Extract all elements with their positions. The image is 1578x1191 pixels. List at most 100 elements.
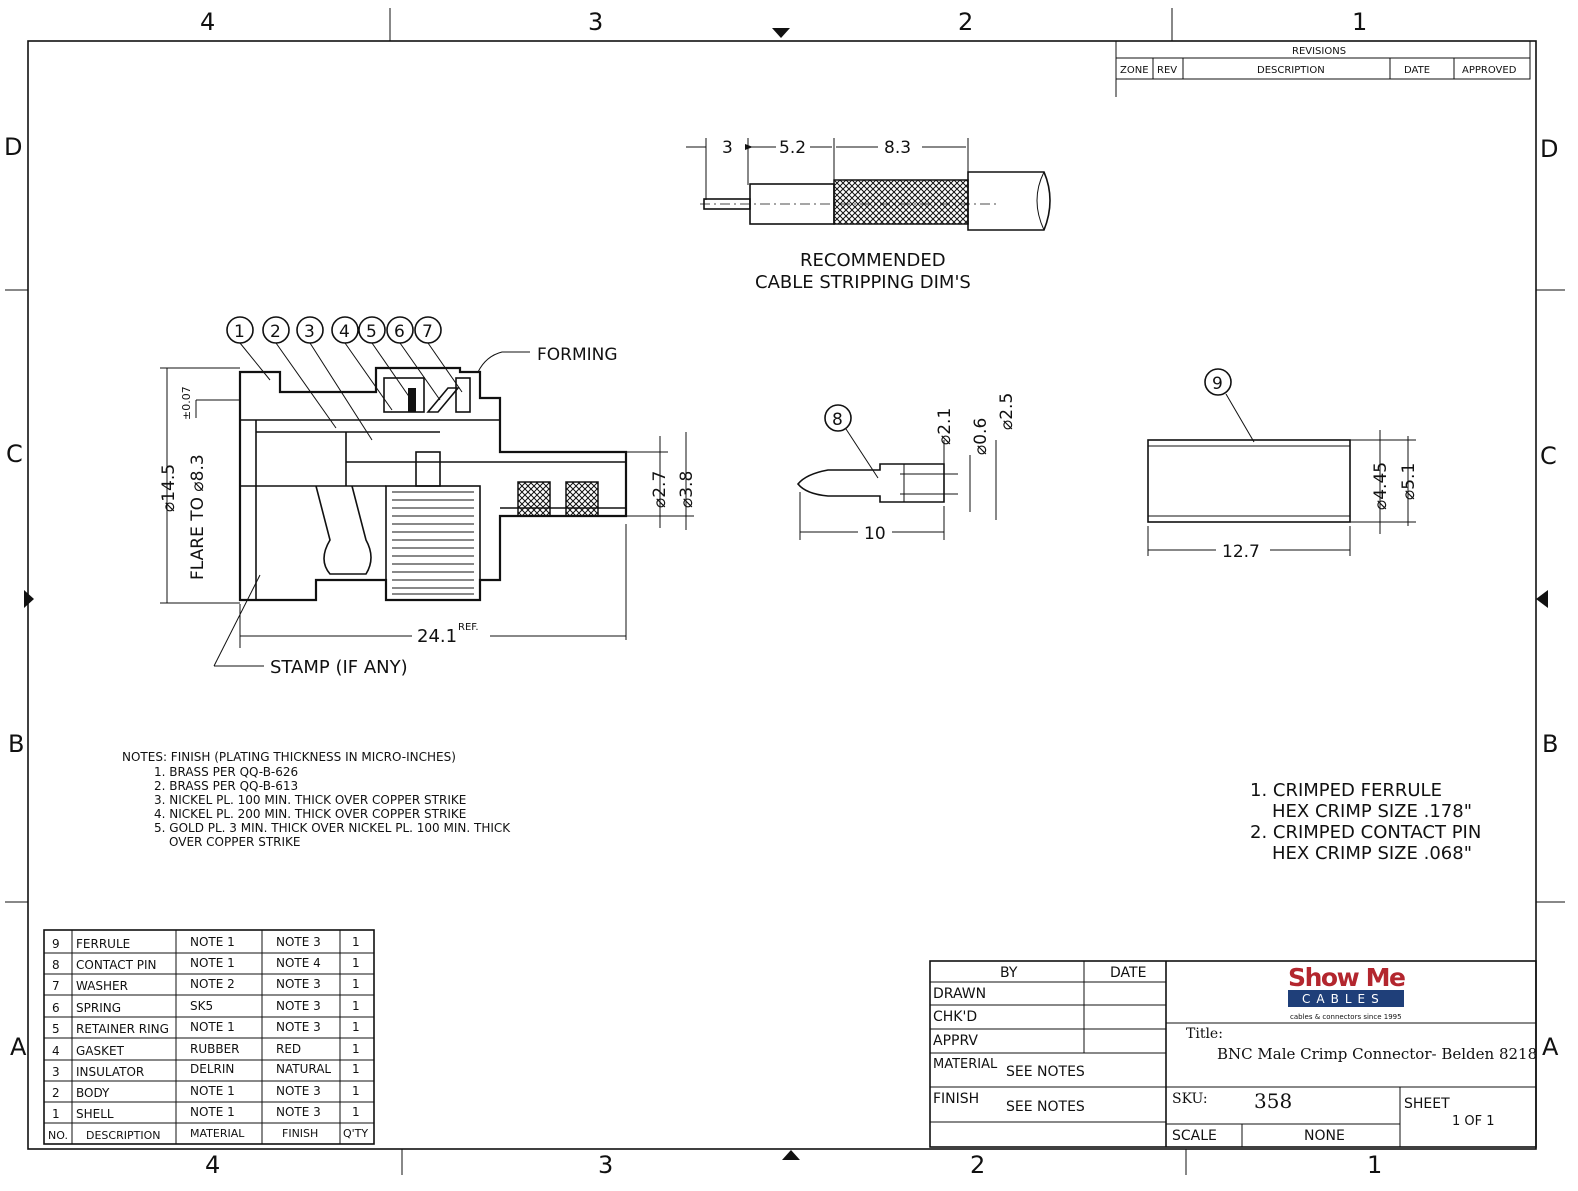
rev-col-zone: ZONE [1120,65,1149,76]
ferrule-outline [1147,439,1351,523]
svg-text:BODY: BODY [76,1086,110,1100]
svg-text:SPRING: SPRING [76,1001,121,1015]
svg-text:SK5: SK5 [190,999,213,1013]
tb-sku-value: 358 [1254,1089,1292,1113]
rev-col-rev: REV [1157,65,1177,76]
svg-text:1: 1 [352,956,360,970]
svg-text:RUBBER: RUBBER [190,1042,240,1056]
tb-finish-label: FINISH [933,1091,979,1107]
drawing-frame: 4 3 2 1 4 3 2 1 D C B A D C B A [4,8,1565,1179]
finish-notes: NOTES: FINISH (PLATING THICKNESS IN MICR… [122,750,511,849]
svg-text:NOTE 3: NOTE 3 [276,977,321,991]
tb-scale-label: SCALE [1172,1128,1217,1144]
bom-header-row: NO. DESCRIPTION MATERIAL FINISH Q'TY [48,1127,368,1142]
contact-pin-outline [796,463,945,503]
center-mark-right [1536,590,1548,608]
svg-text:NOTE 1: NOTE 1 [190,1084,235,1098]
title-block: BY DATE DRAWN CHK'D APPRV MATERIAL SEE N… [929,960,1537,1148]
zone-top-2: 2 [958,8,973,36]
svg-text:NOTE 1: NOTE 1 [190,935,235,949]
zone-bottom-2: 2 [970,1151,985,1179]
note-item-1: 1. BRASS PER QQ-B-626 [154,765,298,779]
dim-strip-5-2: 5.2 [779,138,806,158]
dim-length-24-1: 24.1 [417,626,457,647]
svg-text:3: 3 [52,1065,60,1079]
svg-text:4: 4 [52,1044,60,1058]
svg-text:RED: RED [276,1042,301,1056]
svg-text:5: 5 [366,322,377,342]
connector-section-view: 1 2 3 4 5 6 7 FORMING [159,316,697,678]
zone-bottom-4: 4 [205,1151,220,1179]
svg-text:cables & connectors since 1995: cables & connectors since 1995 [1290,1013,1402,1021]
zone-left-b: B [8,730,24,758]
crimp-note-2: 2. CRIMPED CONTACT PIN [1250,822,1481,843]
svg-text:NOTE 3: NOTE 3 [276,1105,321,1119]
svg-text:NOTE 3: NOTE 3 [276,1084,321,1098]
note-item-2: 2. BRASS PER QQ-B-613 [154,779,298,793]
rev-col-date: DATE [1404,65,1430,76]
tb-by-label: BY [1000,965,1018,981]
forming-label: FORMING [537,345,618,365]
dim-ferrule-length: 12.7 [1222,542,1260,562]
tb-sheet-value: 1 OF 1 [1452,1114,1495,1129]
crimp-note-1: 1. CRIMPED FERRULE [1250,780,1442,801]
knurled-coupling [385,485,481,601]
dim-pin-length: 10 [864,524,886,544]
svg-text:7: 7 [52,979,60,993]
tb-drawn-label: DRAWN [933,986,986,1002]
svg-text:8: 8 [832,410,843,430]
svg-text:1: 1 [352,1020,360,1034]
dim-length-ref: REF. [458,622,479,633]
note-item-5-continued: OVER COPPER STRIKE [169,835,300,849]
tb-scale-value: NONE [1304,1128,1345,1144]
zone-right-a: A [1542,1033,1559,1061]
svg-text:NOTE 3: NOTE 3 [276,935,321,949]
svg-text:RETAINER RING: RETAINER RING [76,1022,169,1036]
svg-text:DELRIN: DELRIN [190,1062,234,1076]
svg-text:MATERIAL: MATERIAL [190,1127,245,1140]
dim-strip-8-3: 8.3 [884,138,911,158]
svg-text:3: 3 [304,322,315,342]
balloon-8: 8 [824,404,852,432]
dim-diam-2-7: ⌀2.7 [650,471,670,508]
tb-title-value: BNC Male Crimp Connector- Belden 8218 [1217,1045,1537,1063]
crimp-note-2-detail: HEX CRIMP SIZE .068" [1272,843,1472,864]
svg-text:1: 1 [352,1062,360,1076]
crimp-notes: 1. CRIMPED FERRULE HEX CRIMP SIZE .178" … [1250,780,1481,864]
tb-sku-label: SKU: [1172,1091,1208,1107]
note-item-3: 3. NICKEL PL. 100 MIN. THICK OVER COPPER… [154,793,466,807]
svg-text:NOTE 3: NOTE 3 [276,999,321,1013]
balloon-9: 9 [1204,368,1232,396]
dim-flare: FLARE TO ⌀8.3 [188,454,208,580]
stripping-caption-line2: CABLE STRIPPING DIM'S [755,272,971,293]
svg-text:DESCRIPTION: DESCRIPTION [86,1129,160,1142]
dim-pin-diam-2-5: ⌀2.5 [997,393,1017,430]
svg-text:7: 7 [422,322,433,342]
balloon-5: 5 [358,316,386,344]
company-logo: Show Me CABLES cables & connectors since… [1288,963,1406,1021]
svg-text:5: 5 [52,1022,60,1036]
balloon-3: 3 [296,316,324,344]
tb-sheet-label: SHEET [1404,1096,1450,1112]
stripping-caption-line1: RECOMMENDED [800,250,946,271]
balloon-1: 1 [226,316,254,344]
tb-title-label: Title: [1186,1026,1223,1042]
svg-text:Show Me: Show Me [1288,963,1406,992]
svg-text:9: 9 [1212,374,1223,394]
svg-text:1: 1 [352,1084,360,1098]
zone-bottom-3: 3 [598,1151,613,1179]
center-mark-top [772,28,790,38]
rev-col-description: DESCRIPTION [1257,65,1325,76]
stamp-label: STAMP (IF ANY) [270,657,408,678]
balloon-2: 2 [262,316,290,344]
dim-outer-diameter: ⌀14.5 [159,464,179,512]
svg-text:NOTE 4: NOTE 4 [276,956,321,970]
